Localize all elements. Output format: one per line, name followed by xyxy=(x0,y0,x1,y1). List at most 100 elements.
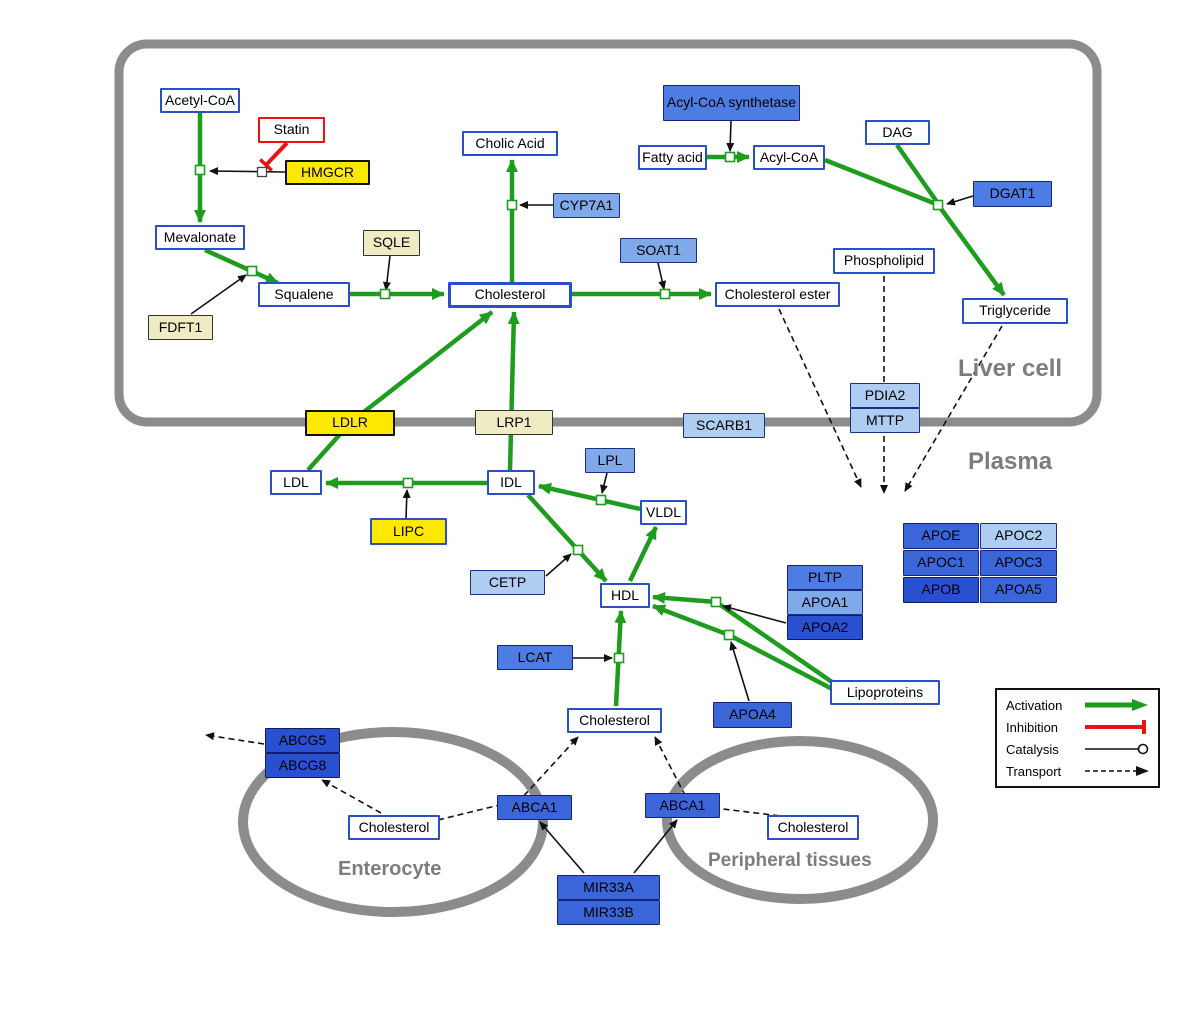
reaction-anchor xyxy=(710,596,722,608)
edge-acyl-coa-to-dgat1-junction xyxy=(824,157,937,207)
legend-activation-label: Activation xyxy=(1006,697,1063,713)
node-cyp7a1[interactable]: CYP7A1 xyxy=(553,193,620,218)
node-cholesterol-enterocyte[interactable]: Cholesterol xyxy=(348,815,440,840)
legend-inhibition-label: Inhibition xyxy=(1006,719,1059,735)
edge-lpl-catalysis xyxy=(600,472,608,494)
reaction-anchor xyxy=(572,544,584,556)
node-ldlr[interactable]: LDLR xyxy=(305,410,395,436)
node-apoc2[interactable]: APOC2 xyxy=(980,523,1057,549)
node-cholesterol-plasma[interactable]: Cholesterol xyxy=(567,708,662,733)
reaction-anchor xyxy=(194,164,206,176)
node-dgat1[interactable]: DGAT1 xyxy=(973,181,1052,207)
node-lipoproteins[interactable]: Lipoproteins xyxy=(830,680,940,705)
node-scarb1[interactable]: SCARB1 xyxy=(683,413,765,438)
edge-triglyceride-transport xyxy=(904,325,1003,492)
plasma-label: Plasma xyxy=(968,448,1053,475)
node-cholesterol-peripheral[interactable]: Cholesterol xyxy=(767,815,859,840)
node-vldl[interactable]: VLDL xyxy=(640,500,687,525)
node-acyl-coa[interactable]: Acyl-CoA xyxy=(753,145,825,170)
legend-transport: Transport xyxy=(1006,763,1149,779)
legend-inhibition: Inhibition xyxy=(1006,719,1149,735)
edge-idl-via-lrp1-to-cholesterol xyxy=(507,311,520,471)
liver-cell-membrane xyxy=(114,39,1102,427)
node-pltp[interactable]: PLTP xyxy=(787,565,863,590)
reaction-anchor xyxy=(932,199,944,211)
edge-apoa-stack-catalysis xyxy=(722,604,787,624)
node-soat1[interactable]: SOAT1 xyxy=(620,238,697,263)
edge-mevalonate-to-squalene xyxy=(204,247,279,286)
legend-catalysis-label: Catalysis xyxy=(1006,741,1059,757)
reaction-anchor xyxy=(379,288,391,300)
node-dag[interactable]: DAG xyxy=(865,120,930,145)
inhibition-tbar-icon xyxy=(1085,720,1146,734)
node-sqle[interactable]: SQLE xyxy=(363,230,420,256)
node-statin[interactable]: Statin xyxy=(258,117,325,143)
node-mevalonate[interactable]: Mevalonate xyxy=(155,225,245,250)
node-lipc[interactable]: LIPC xyxy=(370,518,447,545)
edge-fdft1-catalysis xyxy=(190,274,247,315)
node-apoc1[interactable]: APOC1 xyxy=(903,550,979,576)
node-lcat[interactable]: LCAT xyxy=(497,645,573,670)
node-hmgcr[interactable]: HMGCR xyxy=(285,160,370,185)
edge-vldl-to-idl xyxy=(538,482,641,512)
edge-idl-to-hdl xyxy=(526,493,608,583)
enterocyte-label: Enterocyte xyxy=(338,858,442,880)
node-apob[interactable]: APOB xyxy=(903,577,979,603)
edge-apoa4-catalysis xyxy=(729,641,750,702)
node-apoe[interactable]: APOE xyxy=(903,523,979,549)
legend-catalysis: Catalysis xyxy=(1006,741,1149,757)
node-apoa5[interactable]: APOA5 xyxy=(980,577,1057,603)
node-abca1-peripheral[interactable]: ABCA1 xyxy=(645,793,720,818)
legend-transport-label: Transport xyxy=(1006,763,1062,779)
edge-dgat1-catalysis xyxy=(946,195,974,206)
node-cholesterol-ester[interactable]: Cholesterol ester xyxy=(715,282,840,307)
reaction-anchor xyxy=(724,151,736,163)
node-ldl[interactable]: LDL xyxy=(270,470,322,495)
node-apoa2[interactable]: APOA2 xyxy=(787,615,863,640)
activation-arrow-icon xyxy=(1085,699,1148,711)
node-phospholipid[interactable]: Phospholipid xyxy=(833,248,935,274)
node-acyl-coa-synthetase[interactable]: Acyl-CoA synthetase xyxy=(663,85,800,121)
node-apoa4[interactable]: APOA4 xyxy=(713,702,792,728)
edge-cholesterol-ester-transport xyxy=(778,308,862,488)
edge-cetp-catalysis xyxy=(545,553,572,577)
edge-enterocyte-cholesterol-to-abcg xyxy=(321,779,382,814)
node-mir33b[interactable]: MIR33B xyxy=(557,900,660,925)
node-abca1-enterocyte[interactable]: ABCA1 xyxy=(497,795,572,820)
liver-cell-label: Liver cell xyxy=(958,355,1063,382)
legend-activation: Activation xyxy=(1006,697,1149,713)
node-apoc3[interactable]: APOC3 xyxy=(980,550,1057,576)
node-mir33a[interactable]: MIR33A xyxy=(557,875,660,900)
node-squalene[interactable]: Squalene xyxy=(258,282,350,307)
edge-acyl-coa-synthetase-catalysis xyxy=(726,120,735,152)
edge-dag-to-dgat1-junction xyxy=(895,143,939,204)
edge-sqle-catalysis xyxy=(382,255,391,291)
node-mttp[interactable]: MTTP xyxy=(850,408,920,433)
node-fdft1[interactable]: FDFT1 xyxy=(148,315,213,340)
reaction-anchor xyxy=(256,166,268,178)
node-lpl[interactable]: LPL xyxy=(585,448,635,473)
node-abcg8[interactable]: ABCG8 xyxy=(265,753,340,778)
edge-mir33-to-abca1-enterocyte xyxy=(539,821,585,874)
node-acetyl-coa[interactable]: Acetyl-CoA xyxy=(160,88,240,113)
node-apoa1[interactable]: APOA1 xyxy=(787,590,863,615)
node-pdia2[interactable]: PDIA2 xyxy=(850,383,920,408)
node-triglyceride[interactable]: Triglyceride xyxy=(962,298,1068,324)
node-idl[interactable]: IDL xyxy=(487,470,535,495)
node-cholic-acid[interactable]: Cholic Acid xyxy=(462,131,558,156)
node-cholesterol-liver[interactable]: Cholesterol xyxy=(448,282,572,308)
reaction-anchor xyxy=(659,288,671,300)
edge-dgat1-junction-to-triglyceride xyxy=(937,204,1006,297)
edge-lipc-catalysis xyxy=(402,489,411,519)
catalysis-circle-icon xyxy=(1085,743,1149,755)
node-abcg5[interactable]: ABCG5 xyxy=(265,728,340,753)
edge-hdl-to-vldl xyxy=(627,526,659,582)
edge-soat1-catalysis xyxy=(657,262,667,290)
reaction-anchor xyxy=(613,652,625,664)
node-cetp[interactable]: CETP xyxy=(470,570,545,595)
node-fatty-acid[interactable]: Fatty acid xyxy=(638,145,707,170)
node-hdl[interactable]: HDL xyxy=(600,583,650,608)
node-lrp1[interactable]: LRP1 xyxy=(475,410,553,435)
